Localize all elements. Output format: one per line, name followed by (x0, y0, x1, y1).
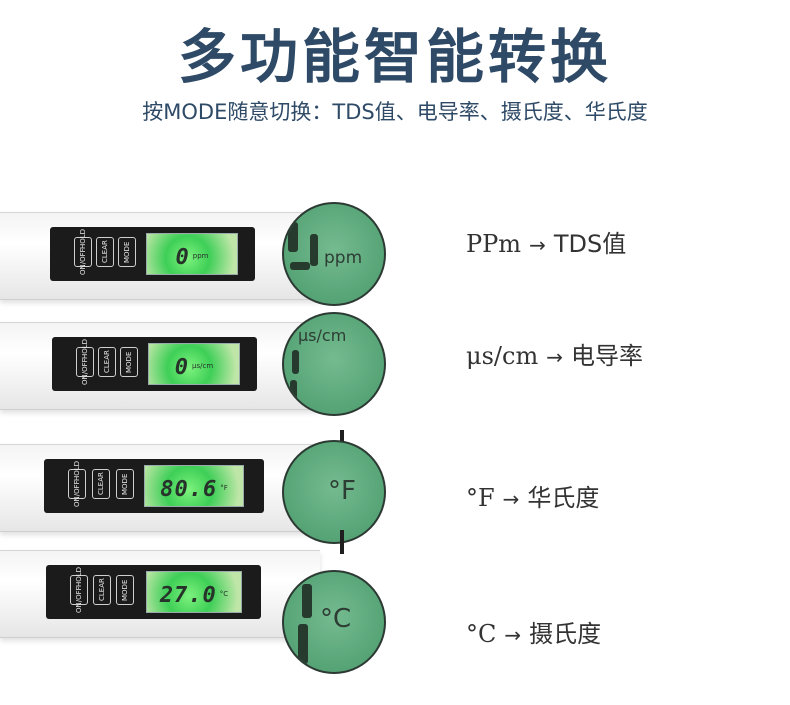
mode-label: °C → 摄氏度 (466, 614, 601, 649)
zoom-unit: ppm (324, 248, 363, 268)
unit-label: °C (466, 620, 497, 648)
arrow-right-icon: → (529, 233, 546, 257)
arrow-right-icon: → (504, 623, 522, 647)
lcd-segment (290, 262, 310, 270)
lcd-segment (292, 350, 299, 374)
lcd-unit: °C (219, 590, 229, 598)
zoom-circle: μs/cm (282, 312, 386, 416)
mode-name: 电导率 (570, 342, 643, 370)
probe-cable (340, 530, 344, 554)
mode-button[interactable]: MODE (116, 469, 134, 499)
mode-label: μs/cm → 电导率 (466, 336, 643, 371)
zoom-circle: ppm (282, 202, 386, 306)
lcd-reading: 0 (175, 245, 190, 270)
mode-button[interactable]: MODE (116, 575, 134, 605)
arrow-right-icon: → (546, 345, 563, 369)
lcd-segment (302, 584, 312, 618)
clear-button[interactable]: CLEAR (93, 575, 111, 605)
lcd-display: 27.0 °C (146, 571, 242, 613)
zoom-unit: °C (320, 604, 352, 634)
lcd-unit: μs/cm (192, 362, 214, 370)
lcd-segment (310, 234, 318, 266)
page-title: 多功能智能转换 (177, 23, 612, 91)
clear-button[interactable]: CLEAR (92, 469, 110, 499)
lcd-unit: °F (220, 484, 228, 492)
unit-label: PPm (466, 230, 522, 258)
zoom-circle: °C (282, 570, 386, 674)
zoom-unit: μs/cm (298, 326, 347, 345)
lcd-reading: 27.0 (159, 583, 217, 608)
mode-button[interactable]: MODE (118, 237, 136, 267)
unit-label: μs/cm (466, 342, 539, 370)
page-subtitle: 按MODE随意切换：TDS值、电导率、摄氏度、华氏度 (142, 100, 648, 124)
probe-cable (340, 430, 344, 444)
lcd-display: 80.6 °F (144, 465, 244, 507)
mode-label: PPm → TDS值 (466, 224, 626, 259)
mode-name: 摄氏度 (529, 620, 602, 648)
clear-button[interactable]: CLEAR (98, 347, 116, 377)
clear-button[interactable]: CLEAR (96, 237, 114, 267)
mode-button[interactable]: MODE (120, 347, 138, 377)
mode-label: °F → 华氏度 (466, 478, 599, 513)
unit-label: °F (466, 484, 495, 512)
mode-name: TDS值 (553, 230, 627, 258)
lcd-reading: 80.6 (160, 477, 218, 502)
lcd-reading: 0 (174, 355, 190, 380)
lcd-segment (288, 222, 298, 252)
lcd-segment (290, 380, 297, 406)
arrow-right-icon: → (502, 487, 520, 511)
lcd-segment (298, 624, 308, 664)
zoom-unit: °F (328, 476, 356, 506)
lcd-display: 0 μs/cm (148, 343, 240, 385)
lcd-display: 0 ppm (146, 233, 238, 275)
zoom-circle: °F (282, 440, 386, 544)
lcd-unit: ppm (192, 252, 209, 260)
mode-name: 华氏度 (527, 484, 600, 512)
